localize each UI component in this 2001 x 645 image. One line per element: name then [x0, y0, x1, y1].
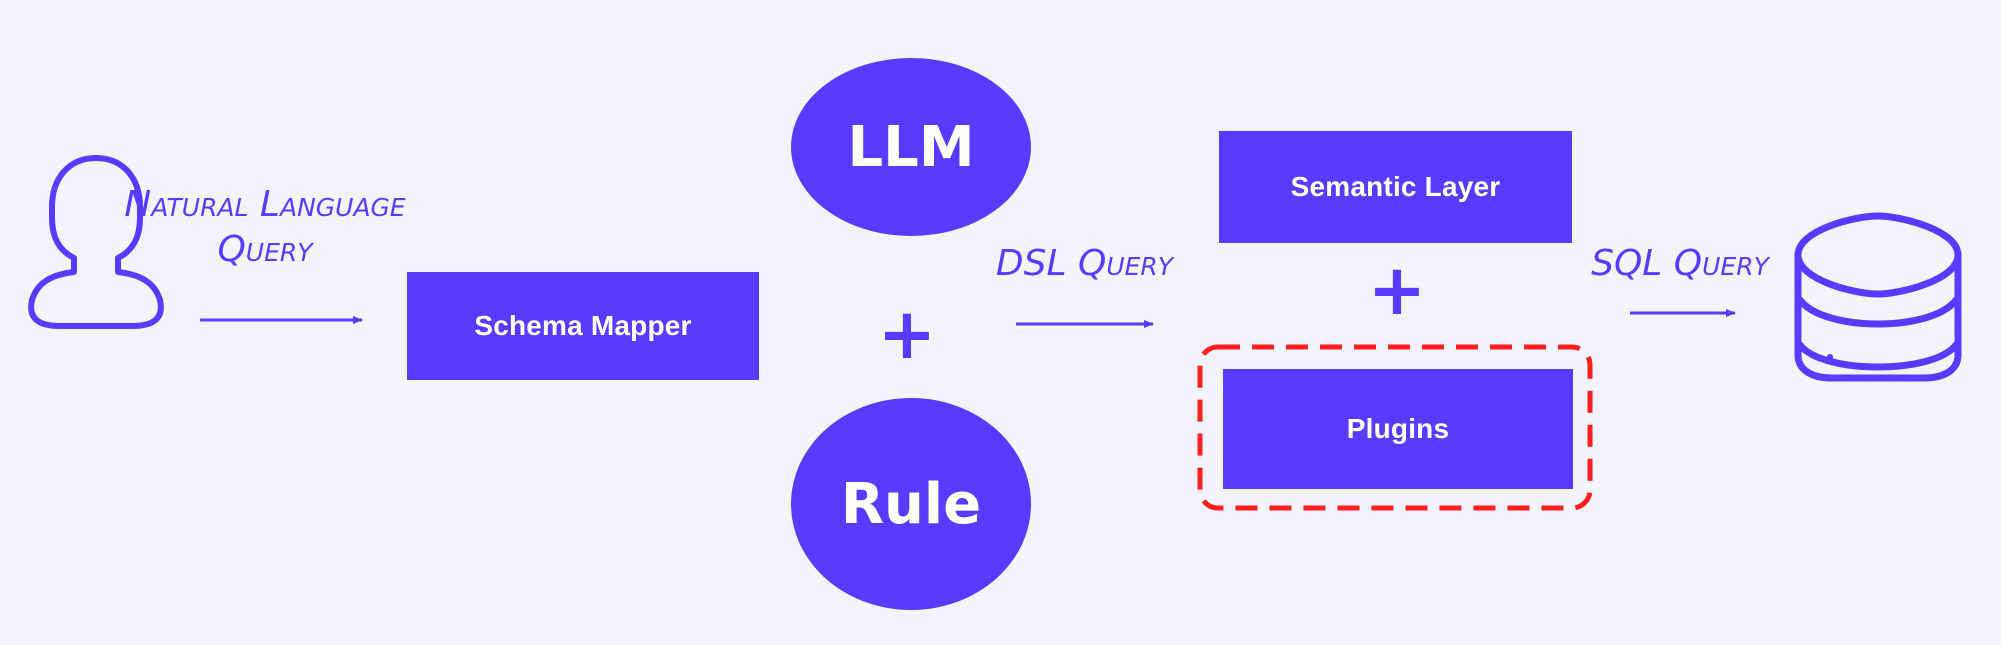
nl-query-label-line1: Natural Language — [124, 184, 406, 225]
user-icon — [28, 155, 164, 329]
nl-query-label: Natural Language Query — [95, 182, 435, 272]
plugins-highlight-dashed-border — [1197, 344, 1593, 511]
plugins-box: Plugins — [1223, 369, 1573, 489]
dsl-query-label: DSL Query — [995, 243, 1174, 284]
llm-circle: LLM — [791, 58, 1031, 236]
database-icon — [1794, 212, 1962, 382]
sql-query-label: SQL Query — [1591, 243, 1769, 284]
plus-operator-center: + — [877, 293, 937, 375]
semantic-layer-box: Semantic Layer — [1219, 131, 1572, 243]
rule-circle: Rule — [791, 398, 1031, 610]
nl-query-label-line2: Query — [217, 229, 313, 270]
schema-mapper-box: Schema Mapper — [407, 272, 759, 380]
plus-operator-right: + — [1367, 249, 1427, 331]
